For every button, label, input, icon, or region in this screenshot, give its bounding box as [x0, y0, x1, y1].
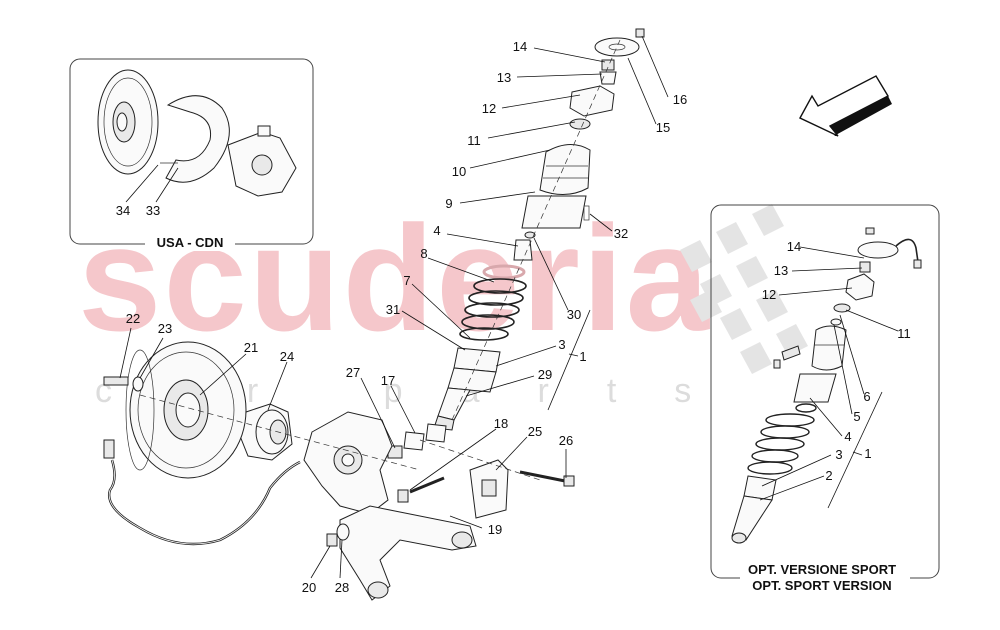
coil-spring [459, 264, 527, 341]
direction-arrow-icon [799, 75, 892, 137]
checkered-flag-icon [680, 204, 808, 374]
label-9: 9 [445, 196, 452, 211]
label-12: 12 [482, 101, 496, 116]
label-4: 4 [433, 223, 440, 238]
sport-label-1: 1 [864, 446, 871, 461]
sport-coil-spring [747, 403, 817, 475]
inset-usa-cdn: USA - CDN 34 33 [69, 58, 314, 251]
sport-label-4: 4 [844, 429, 851, 444]
sport-label-2: 2 [825, 468, 832, 483]
drilled-disc-small [97, 69, 159, 175]
label-10: 10 [452, 164, 466, 179]
label-1: 1 [579, 349, 586, 364]
label-31: 31 [386, 302, 400, 317]
sport-label-14: 14 [787, 239, 801, 254]
inset-usa-cdn-caption: USA - CDN [157, 235, 224, 250]
label-29: 29 [538, 367, 552, 382]
label-25: 25 [528, 424, 542, 439]
sport-label-3: 3 [835, 447, 842, 462]
leader-lines-main [119, 35, 669, 579]
sport-label-11: 11 [897, 326, 911, 341]
hub-carrier-main [303, 411, 393, 515]
label-24: 24 [280, 349, 294, 364]
label-33: 33 [146, 203, 160, 218]
label-20: 20 [302, 580, 316, 595]
strut-assembly [103, 28, 645, 601]
label-26: 26 [559, 433, 573, 448]
inset-sport-caption-2: OPT. SPORT VERSION [752, 578, 891, 593]
label-21: 21 [244, 340, 258, 355]
label-22: 22 [126, 311, 140, 326]
part-labels-main: 14 13 12 11 10 9 16 15 32 4 8 7 31 30 3 … [126, 39, 687, 595]
wheel-hub [239, 403, 293, 461]
sport-label-13: 13 [774, 263, 788, 278]
label-18: 18 [494, 416, 508, 431]
label-28: 28 [335, 580, 349, 595]
sport-label-6: 6 [863, 389, 870, 404]
watermark-brand: scuderia [78, 194, 711, 362]
inset-sport-version: OPT. VERSIONE SPORT OPT. SPORT VERSION [710, 204, 940, 596]
sport-label-12: 12 [762, 287, 776, 302]
label-27: 27 [346, 365, 360, 380]
lower-wishbone [339, 505, 477, 601]
hub-carrier-small [227, 125, 297, 197]
label-11: 11 [467, 133, 481, 148]
label-17: 17 [381, 373, 395, 388]
label-32: 32 [614, 226, 628, 241]
inset-sport-caption-1: OPT. VERSIONE SPORT [748, 562, 896, 577]
label-15: 15 [656, 120, 670, 135]
label-30: 30 [567, 307, 581, 322]
label-3: 3 [558, 337, 565, 352]
sport-label-5: 5 [853, 409, 860, 424]
label-16: 16 [673, 92, 687, 107]
label-13: 13 [497, 70, 511, 85]
label-34: 34 [116, 203, 130, 218]
label-7: 7 [403, 273, 410, 288]
label-8: 8 [420, 246, 427, 261]
label-19: 19 [488, 522, 502, 537]
abs-sensor-cable [103, 439, 301, 546]
drilled-brake-disc [125, 341, 247, 479]
label-14: 14 [513, 39, 527, 54]
label-23: 23 [158, 321, 172, 336]
brake-shield [165, 95, 230, 183]
